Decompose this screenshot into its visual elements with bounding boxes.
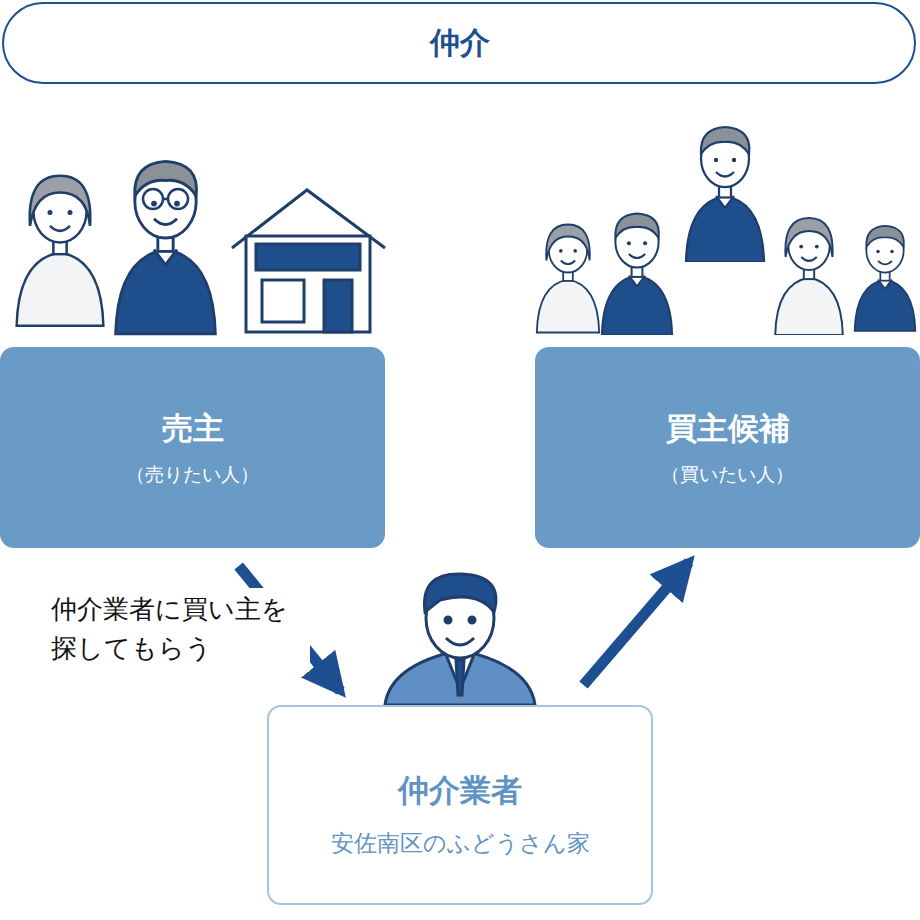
house-icon xyxy=(232,190,385,332)
box-subtext: （買いたい人） xyxy=(661,462,794,488)
process-box: 仲介業者安佐南区のふどうさん家 xyxy=(267,705,653,905)
arrow-connector xyxy=(584,562,689,685)
box-subtext: （売りたい人） xyxy=(126,462,259,488)
box-heading: 買主候補 xyxy=(666,408,790,450)
process-box: 売主 （売りたい人） xyxy=(0,347,385,548)
title: 仲介 xyxy=(0,2,920,84)
process-box: 買主候補 （買いたい人） xyxy=(535,347,920,548)
box-heading: 仲介業者 xyxy=(398,770,522,812)
box-subtext: 安佐南区のふどうさん家 xyxy=(331,828,590,859)
box-heading: 売主 xyxy=(162,408,224,450)
edge-label: 仲介業者に買い主を 探してもらう xyxy=(47,588,310,670)
agent-figure xyxy=(385,574,535,705)
